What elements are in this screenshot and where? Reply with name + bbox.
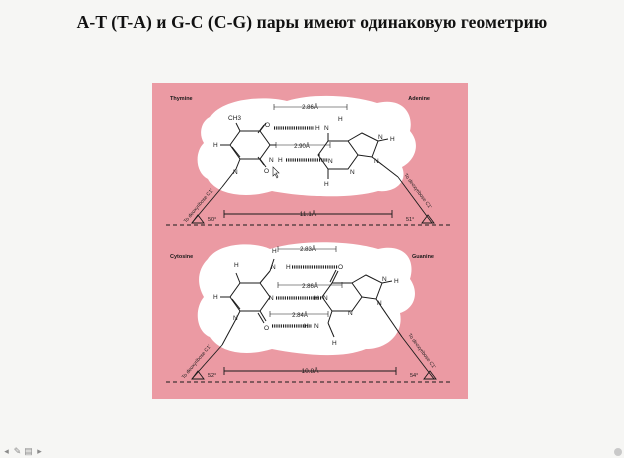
cytosine-h4a: H	[272, 248, 277, 255]
slide-title: A-T (T-A) и G-C (C-G) пары имеют одинако…	[76, 12, 548, 32]
guanine-n2: N	[314, 323, 319, 330]
adenine-n9: N	[374, 158, 379, 165]
guanine-n3: N	[348, 310, 353, 317]
cytosine-h6: H	[213, 294, 218, 301]
at-c1-distance: 11.1Å	[300, 209, 317, 218]
gc-c1-distance: 10.8Å	[302, 366, 320, 375]
guanine-h2b: H	[332, 340, 337, 347]
slideshow-toolbar: ◂ ✎ ▤ ▸	[0, 444, 624, 458]
at-distance-markers	[273, 104, 348, 148]
cytosine-h4b: H	[286, 264, 291, 271]
guanine-o6: O	[338, 264, 343, 271]
base-pair-figure: Thymine Adenine CH3 O O H N H N	[152, 83, 468, 399]
thymine-label: Thymine	[170, 96, 193, 102]
guanine-label: Guanine	[412, 254, 434, 260]
mouse-cursor-icon	[272, 166, 280, 179]
base-pair-diagram: Thymine Adenine CH3 O O H N H N	[152, 83, 468, 399]
gc-hbond-bottom-distance: 2.84Å	[292, 312, 308, 319]
thymine-o2: O	[264, 168, 269, 175]
slide-nav-controls: ◂ ✎ ▤ ▸	[2, 446, 44, 457]
adenine-n3: N	[350, 169, 355, 176]
guanine-h1: H	[314, 295, 319, 302]
adenine-h2: H	[324, 181, 329, 188]
guanine-h8: H	[394, 278, 399, 285]
thymine-n1: N	[233, 169, 238, 176]
thymine-h6: H	[213, 142, 218, 149]
nav-next-icon[interactable]: ▸	[37, 446, 42, 456]
gc-c1-geometry	[166, 336, 452, 383]
cytosine-n4: N	[271, 264, 276, 271]
at-hbond-top-distance: 2.86Å	[302, 104, 318, 111]
thymine-h3: H	[278, 157, 283, 164]
cytosine-label: Cytosine	[170, 254, 193, 260]
gc-hbond-middle-distance: 2.86Å	[302, 283, 318, 290]
thymine-n3: N	[269, 157, 274, 164]
adenine-n1: N	[328, 158, 333, 165]
adenine-n6: N	[324, 125, 329, 132]
guanine-n1: N	[323, 295, 328, 302]
at-c1-geometry	[166, 176, 452, 226]
gc-distance-markers	[269, 246, 343, 317]
at-angle-left: 50°	[208, 217, 216, 223]
nav-pen-icon[interactable]: ✎	[13, 446, 22, 456]
guanine-h2a: H	[304, 323, 309, 330]
guanine-ring	[321, 269, 403, 338]
thymine-ch3: CH3	[228, 115, 241, 122]
guanine-n9: N	[377, 300, 382, 307]
at-angle-right: 51°	[406, 217, 414, 223]
cytosine-n1: N	[233, 315, 238, 322]
gc-hbonds	[272, 265, 338, 328]
corner-dot-icon	[614, 448, 622, 456]
at-hbonds	[274, 126, 328, 162]
adenine-h8: H	[390, 136, 395, 143]
cytosine-n3: N	[269, 295, 274, 302]
guanine-n7: N	[382, 276, 387, 283]
gc-angle-right: 54°	[410, 373, 418, 379]
adenine-ring	[317, 132, 399, 179]
cytosine-h5: H	[234, 262, 239, 269]
adenine-n7: N	[378, 134, 383, 141]
thymine-ring	[220, 122, 276, 188]
cytosine-ring	[220, 258, 275, 346]
at-molecule-blob	[197, 95, 416, 197]
thymine-o4: O	[265, 122, 270, 129]
at-hbond-middle-distance: 2.90Å	[294, 143, 310, 150]
gc-molecule-blob	[197, 242, 415, 356]
nav-prev-icon[interactable]: ◂	[4, 446, 9, 456]
gc-hbond-top-distance: 2.83Å	[300, 246, 316, 253]
adenine-h6a: H	[315, 125, 320, 132]
nav-menu-icon[interactable]: ▤	[24, 446, 33, 456]
gc-angle-left: 52°	[208, 373, 216, 379]
adenine-label: Adenine	[408, 96, 430, 102]
cytosine-o2: O	[264, 325, 269, 332]
adenine-h6b: H	[338, 116, 343, 123]
